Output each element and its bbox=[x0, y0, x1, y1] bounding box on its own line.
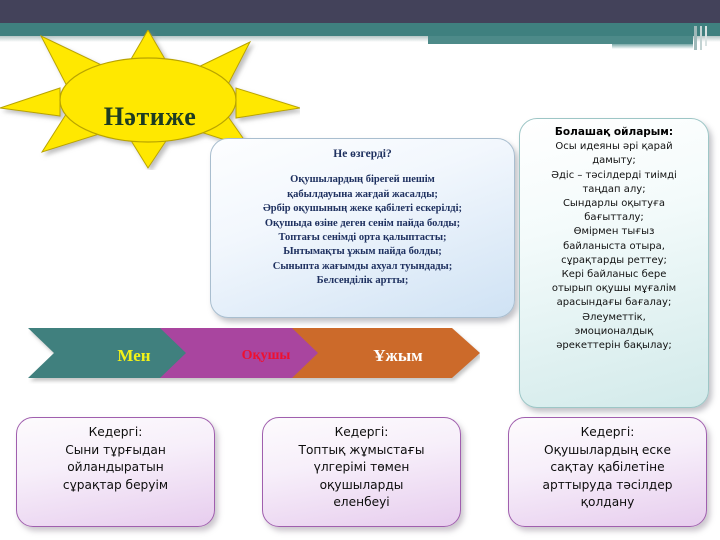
obstacle-card-line: оқушыларды bbox=[319, 477, 404, 492]
obstacle-card: Кедергі: Оқушылардың еске сақтау қабілеті… bbox=[508, 417, 707, 527]
changes-list-item: Әрбір оқушының жеке қабілеті ескерілді; bbox=[263, 203, 462, 215]
obstacle-card: Кедергі: Топтық жұмыстағы үлгерімі төмен о… bbox=[262, 417, 461, 527]
process-chevron-1 bbox=[160, 328, 338, 378]
changes-list-item: Оқушылардың бірегей шешім bbox=[290, 174, 435, 186]
panel-what-changed-heading: Не өзгерді? bbox=[333, 148, 392, 160]
obstacle-card-line: үлгерімі төмен bbox=[313, 460, 410, 474]
panel-what-changed-list: Оқушылардың бірегей шешім қабылдауына жағ… bbox=[221, 173, 504, 288]
obstacle-card-heading: Кедергі: bbox=[88, 425, 143, 439]
changes-list-item: Сыныпта жағымды ахуал туындады; bbox=[272, 260, 453, 272]
changes-list-item: Топтағы сенімді орта қалыптасты; bbox=[278, 232, 447, 244]
obstacle-card-line: Оқушылардың еске bbox=[544, 442, 671, 457]
obstacle-card-lines: Сыни тұрғыдан ойландыратын сұрақтар беруім bbox=[25, 442, 206, 495]
obstacle-card-line: қолдану bbox=[580, 495, 635, 509]
obstacle-card: Кедергі: Сыни тұрғыдан ойландыратын сұрақт… bbox=[16, 417, 215, 527]
header-decoration-stripe bbox=[700, 26, 702, 50]
header-decoration-stripe bbox=[694, 26, 697, 50]
obstacle-card-lines: Оқушылардың еске сақтау қабілетіне арттыру… bbox=[517, 442, 698, 512]
future-plans-list-item: сұрақтарды реттеу; bbox=[561, 254, 667, 266]
process-chevron-2 bbox=[292, 328, 480, 378]
obstacle-card-line: арттыруда тәсілдер bbox=[542, 477, 673, 492]
future-plans-list-item: таңдап алу; bbox=[582, 183, 646, 195]
process-chevron-0 bbox=[28, 328, 206, 378]
panel-future-plans-list: Осы идеяны әрі қарай дамыту; Әдіс – тәсілд… bbox=[528, 140, 700, 353]
changes-list-item: Оқушыда өзіне деген сенім пайда болды; bbox=[264, 217, 461, 229]
future-plans-list-item: арасындағы бағалау; bbox=[556, 297, 672, 309]
panel-what-changed: Не өзгерді? Оқушылардың бірегей шешім қаб… bbox=[210, 138, 515, 318]
panel-future-plans: Болашақ ойларым: Осы идеяны әрі қарай дам… bbox=[519, 118, 709, 408]
future-plans-list-item: Әлеуметтік, bbox=[582, 311, 646, 323]
header-decoration-stripe bbox=[705, 26, 707, 46]
future-plans-list-item: отырып оқушы мұғалім bbox=[551, 283, 677, 295]
sun-icon bbox=[0, 30, 300, 169]
future-plans-list-item: эмоционалдық bbox=[574, 325, 654, 337]
future-plans-list-item: Әдіс – тәсілдерді тиімді bbox=[551, 169, 677, 181]
obstacle-card-line: сұрақтар беруім bbox=[62, 477, 169, 492]
obstacle-card-line: Топтық жұмыстағы bbox=[298, 442, 425, 457]
header-decoration-stripe bbox=[428, 36, 693, 44]
obstacle-card-line: Сыни тұрғыдан bbox=[65, 442, 166, 457]
obstacle-card-line: сақтау қабілетіне bbox=[550, 460, 665, 474]
header-decoration-stripe bbox=[612, 44, 693, 49]
future-plans-list-item: байланыста отыра, bbox=[563, 240, 665, 252]
obstacle-card-heading: Кедергі: bbox=[580, 425, 635, 439]
process-chevron-row: Мен Оқушы Ұжым bbox=[28, 328, 480, 384]
future-plans-list-item: бағытталу; bbox=[584, 212, 644, 224]
changes-list-item: қабылдауына жағдай жасалды; bbox=[287, 188, 438, 200]
future-plans-list-item: Кері байланыс бере bbox=[561, 269, 667, 281]
changes-list-item: Белсенділік артты; bbox=[316, 275, 409, 287]
obstacle-card-line: ойландыратын bbox=[67, 460, 164, 474]
obstacle-card-heading: Кедергі: bbox=[334, 425, 389, 439]
future-plans-list-item: әрекеттерін бақылау; bbox=[556, 340, 672, 352]
changes-list-item: Ынтымақты ұжым пайда болды; bbox=[283, 246, 442, 258]
panel-future-plans-heading: Болашақ ойларым: bbox=[554, 126, 674, 138]
obstacle-card-line: еленбеуі bbox=[333, 495, 390, 509]
header-band bbox=[0, 0, 720, 23]
future-plans-list-item: дамыту; bbox=[592, 155, 636, 167]
header-accent-shadow bbox=[0, 36, 720, 42]
header-accent-band bbox=[0, 23, 720, 36]
future-plans-list-item: Осы идеяны әрі қарай bbox=[555, 141, 673, 153]
obstacle-card-lines: Топтық жұмыстағы үлгерімі төмен оқушыларды… bbox=[271, 442, 452, 512]
future-plans-list-item: Өмірмен тығыз bbox=[573, 226, 655, 238]
process-chevron-shapes bbox=[28, 328, 480, 378]
future-plans-list-item: Сындарлы оқытуға bbox=[562, 198, 666, 210]
